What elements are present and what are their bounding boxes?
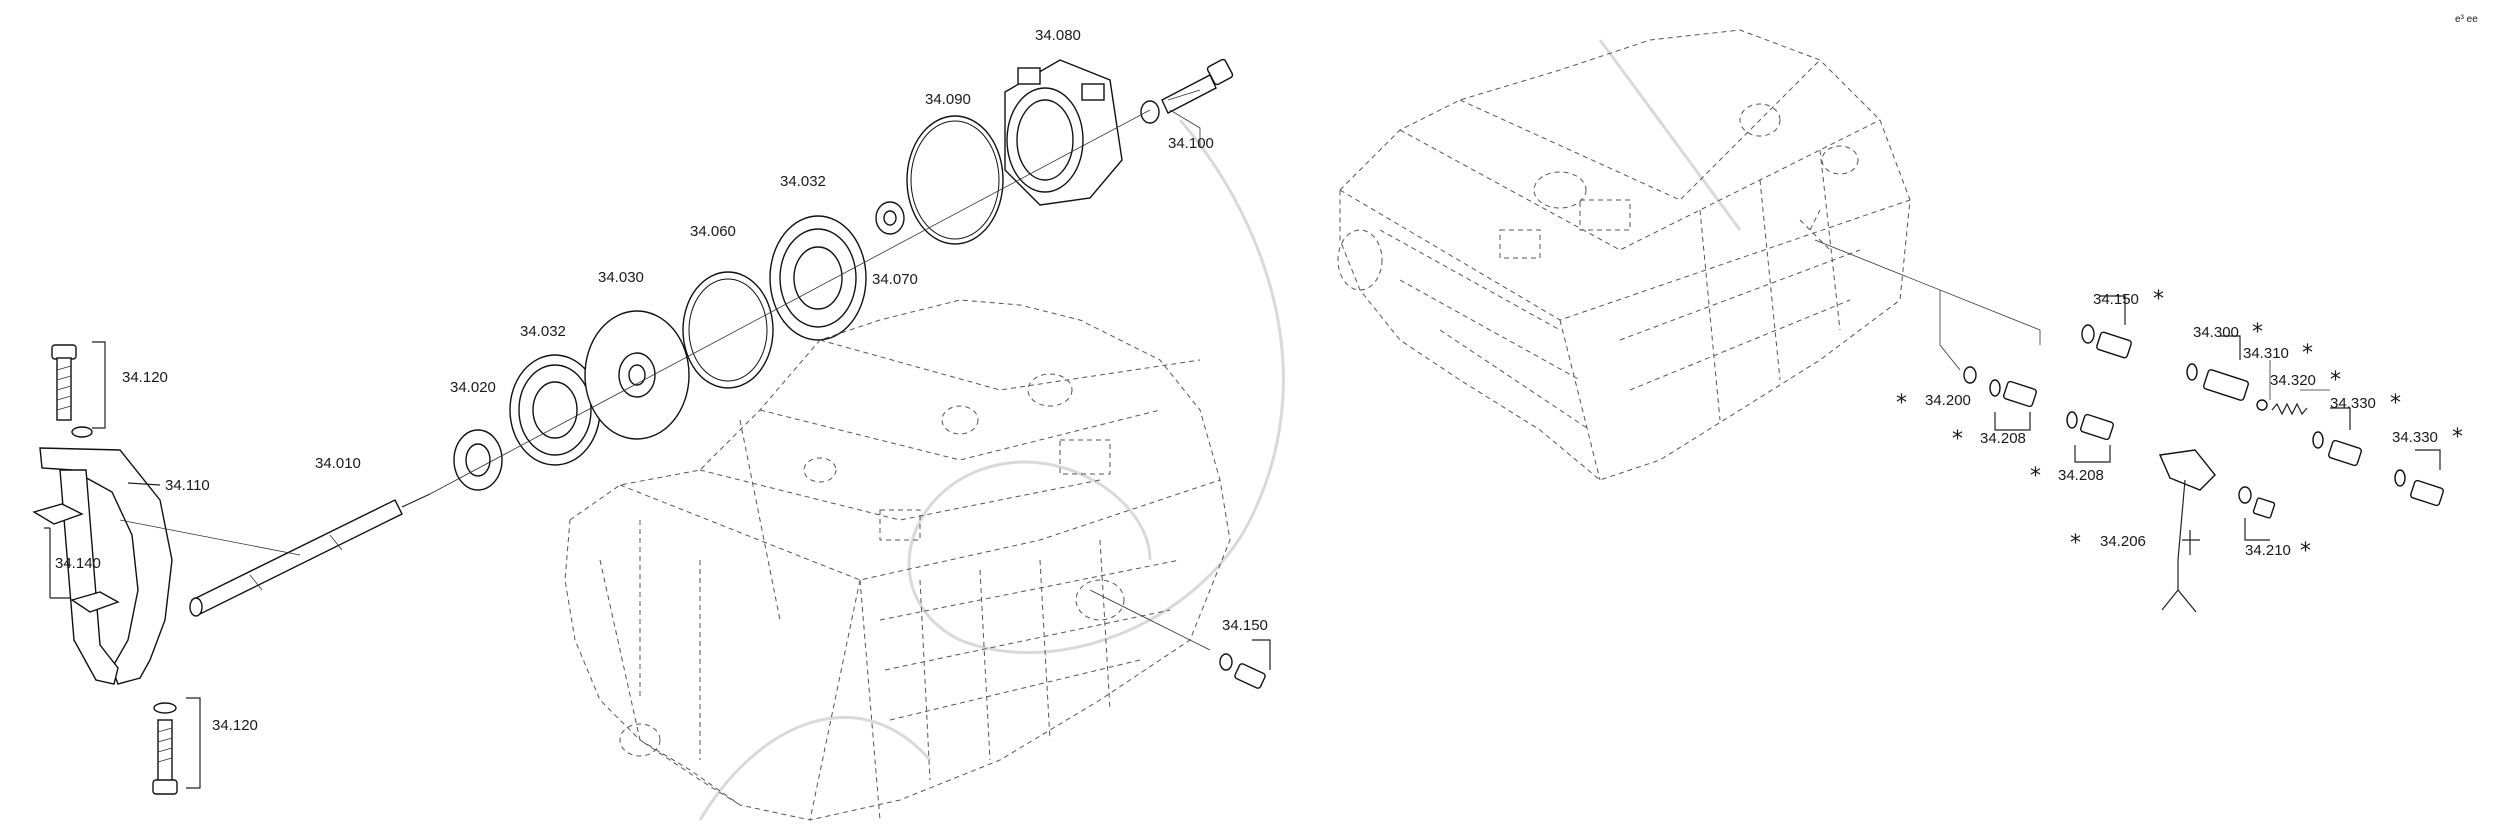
spring-34320-icon [2271,402,2308,416]
asterisk-icon: * [2330,368,2341,393]
asterisk-icon: * [1896,391,1907,416]
part-labels: 34.120 34.110 34.140 34.120 34.010 34.02… [55,14,2478,734]
label-34120-top: 34.120 [122,369,168,386]
label-34060: 34.060 [690,223,736,240]
label-34330-b: 34.330 [2392,429,2438,446]
label-34150-right: 34.150 [2093,291,2139,308]
switch-34330-icon [2312,431,2362,467]
asterisk-icon: * [1952,427,1963,452]
asterisk-icon: * [2030,464,2041,489]
nut-34070-icon [875,201,905,235]
bolt-icon [51,344,77,421]
label-34200: 34.200 [1925,392,1971,409]
gearbox-housing-rear-drawing [1337,29,1911,481]
label-34032-b: 34.032 [780,173,826,190]
label-34030: 34.030 [598,269,644,286]
corner-mark: e³ ee [2455,14,2478,25]
bearing-34032-icon [509,354,601,466]
bolt-icon [152,702,178,795]
label-34070: 34.070 [872,271,918,288]
label-34320: 34.320 [2270,372,2316,389]
piston-34030-icon [584,310,690,440]
label-34310: 34.310 [2243,345,2289,362]
sensor-34208-icon [2066,411,2114,441]
seal-34020-icon [453,429,503,491]
asterisk-icon: * [2390,391,2401,416]
watermark [698,39,1742,821]
bearing-34032-icon [769,215,867,341]
label-34330-a: 34.330 [2330,395,2376,412]
label-34300: 34.300 [2193,324,2239,341]
label-34032-a: 34.032 [520,323,566,340]
asterisk-icon: * [2070,531,2081,556]
label-34210: 34.210 [2245,542,2291,559]
label-34206: 34.206 [2100,533,2146,550]
label-34110: 34.110 [165,477,210,494]
label-34090: 34.090 [925,91,971,108]
asterisk-icon: * [2153,287,2164,312]
shift-rail-icon [189,493,431,617]
bolt-washer-34100-icon [1140,58,1234,124]
screw-plug-icon [1219,653,1266,689]
switch-34330-icon [2394,469,2444,507]
snap-ring-34060-icon [682,271,774,389]
washer-34200-icon [1963,366,1977,384]
label-34020: 34.020 [450,379,496,396]
plug-34150-icon [2081,324,2132,359]
asterisk-icon: * [2302,341,2313,366]
screw-34210-icon [2238,486,2276,519]
label-34208-b: 34.208 [2058,467,2104,484]
o-ring-34090-icon [906,115,1004,245]
label-34140: 34.140 [55,555,101,572]
valve-34300-icon [2186,363,2249,401]
connector-34206-icon [2158,449,2216,613]
label-34080: 34.080 [1035,27,1081,44]
asterisk-icon: * [2300,539,2311,564]
ball-34310-icon [2256,399,2268,411]
shift-fork-icon [39,426,173,685]
slide-pad-icon [32,503,120,613]
label-34120-bottom: 34.120 [212,717,258,734]
label-34208-a: 34.208 [1980,430,2026,447]
cylinder-cover-34080-icon [1004,59,1123,206]
label-34100: 34.100 [1168,135,1214,152]
sensor-34208-icon [1989,379,2037,408]
label-34010: 34.010 [315,455,361,472]
asterisk-icon: * [2452,425,2463,450]
asterisk-icon: * [2252,320,2263,345]
gearbox-housing-drawing [564,299,1231,821]
shift-fork-group [32,341,201,795]
label-34150-center: 34.150 [1222,617,1268,634]
